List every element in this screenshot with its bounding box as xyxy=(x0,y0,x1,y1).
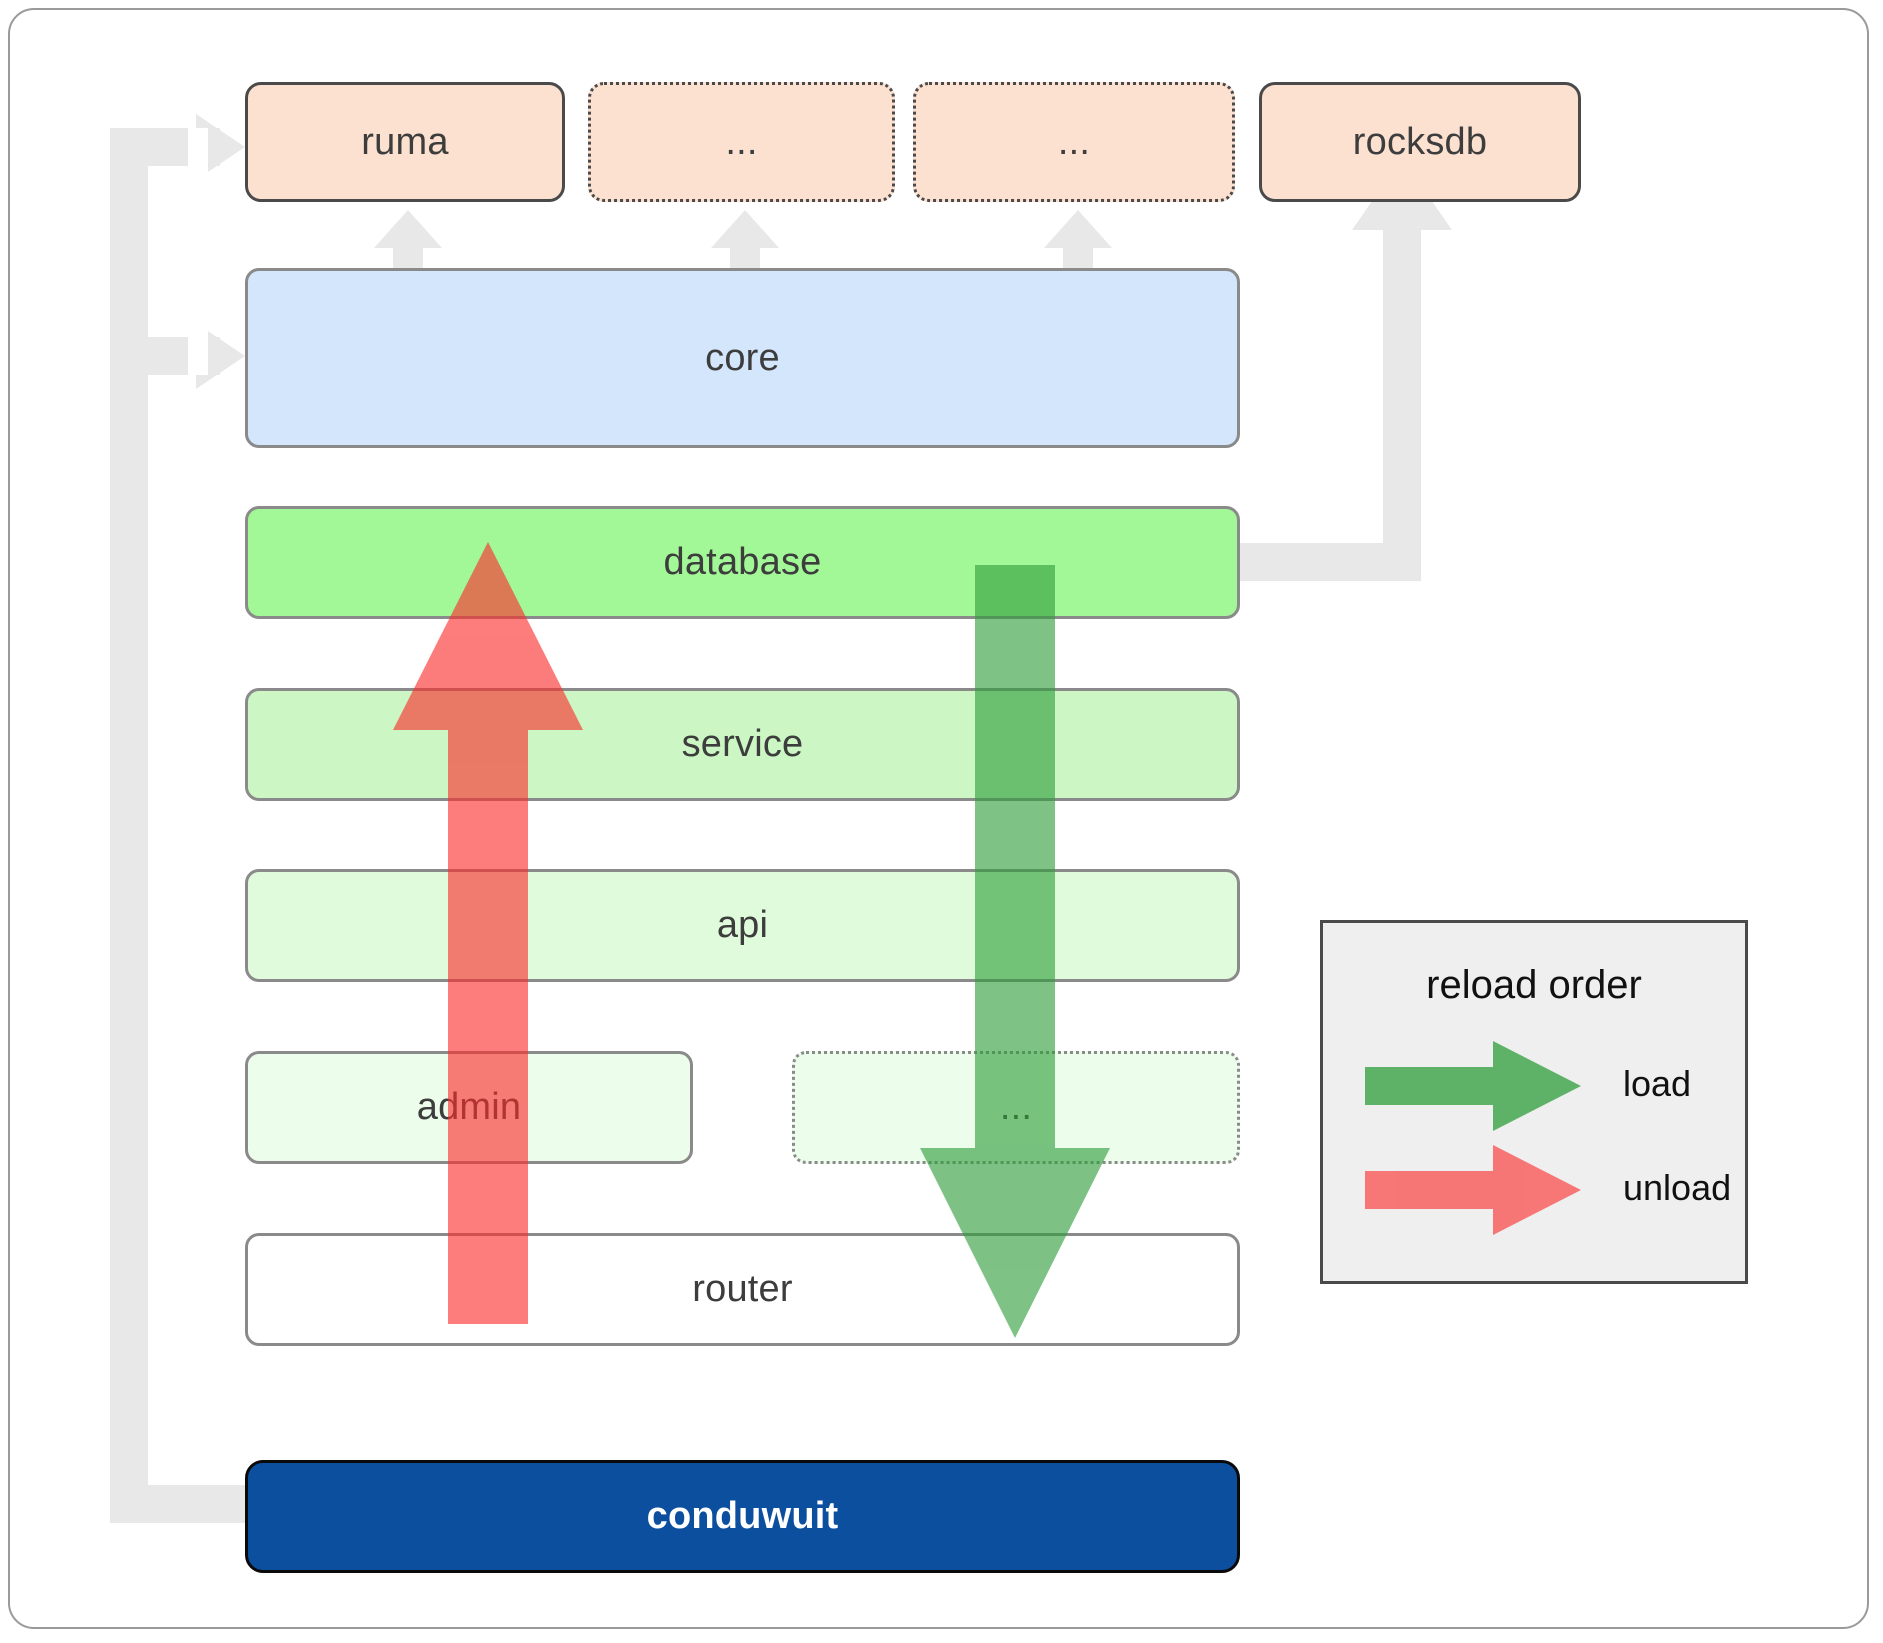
legend-title: reload order xyxy=(1426,963,1642,1007)
diagram-frame xyxy=(8,8,1869,1629)
dependency-label-dots-1: ... xyxy=(725,120,758,163)
main-crate-box-conduwuit[interactable]: conduwuit xyxy=(245,1460,1240,1573)
layer-label-core: core xyxy=(705,336,780,379)
layer-label-router: router xyxy=(692,1268,793,1310)
legend-unload-arrow xyxy=(1365,1145,1581,1235)
dependency-box-rocksdb[interactable]: rocksdb xyxy=(1259,82,1581,202)
layer-label-admin: admin xyxy=(416,1086,522,1128)
layer-box-router[interactable]: router xyxy=(245,1233,1240,1346)
legend-load-arrow xyxy=(1365,1041,1581,1131)
main-crate-label-conduwuit: conduwuit xyxy=(646,1495,839,1537)
dependency-box-ruma[interactable]: ruma xyxy=(245,82,565,202)
layer-box-api[interactable]: api xyxy=(245,869,1240,982)
legend-arrow-swatches xyxy=(1365,1041,1581,1235)
legend-box: reload order load unload xyxy=(1320,920,1748,1284)
legend-label-load: load xyxy=(1623,1063,1692,1104)
dependency-label-ruma: ruma xyxy=(361,120,449,163)
layer-box-core[interactable]: core xyxy=(245,268,1240,448)
layer-box-dots-3[interactable]: ... xyxy=(792,1051,1240,1164)
dependency-box-dots-1[interactable]: ... xyxy=(588,82,895,202)
layer-label-dots-3: ... xyxy=(999,1086,1033,1128)
layer-label-api: api xyxy=(716,904,769,946)
layer-box-database[interactable]: database xyxy=(245,506,1240,619)
dependency-box-dots-2[interactable]: ... xyxy=(913,82,1235,202)
layer-box-admin[interactable]: admin xyxy=(245,1051,693,1164)
dependency-label-dots-2: ... xyxy=(1057,120,1091,163)
dependency-label-rocksdb: rocksdb xyxy=(1352,120,1488,163)
layer-box-service[interactable]: service xyxy=(245,688,1240,801)
layer-label-database: database xyxy=(663,541,822,583)
layer-label-service: service xyxy=(681,723,804,765)
legend-label-unload: unload xyxy=(1623,1167,1732,1208)
